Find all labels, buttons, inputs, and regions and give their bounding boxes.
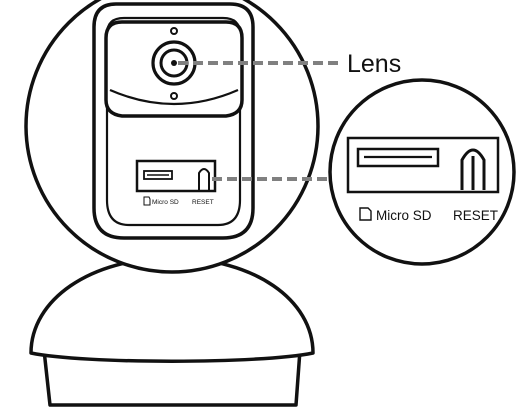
camera-lens-pupil [171,60,177,66]
sd-card-icon-small [143,196,151,206]
camera-head: Micro SD RESET [24,0,320,274]
sd-card-icon [359,207,372,221]
zoom-callout: Micro SD RESET [328,78,516,266]
reset-button-small [198,168,210,190]
reset-button [460,148,486,190]
micro-sd-label: Micro SD [376,208,432,223]
reset-label-small: RESET [192,199,214,206]
lens-label: Lens [347,50,401,78]
mic-dot [170,92,178,100]
top-sensor-dot [170,27,178,35]
lens-housing-shade [109,88,239,106]
base-dome [29,256,315,363]
micro-sd-label-small: Micro SD [152,199,179,206]
camera-base [29,256,315,407]
reset-label: RESET [453,208,498,223]
